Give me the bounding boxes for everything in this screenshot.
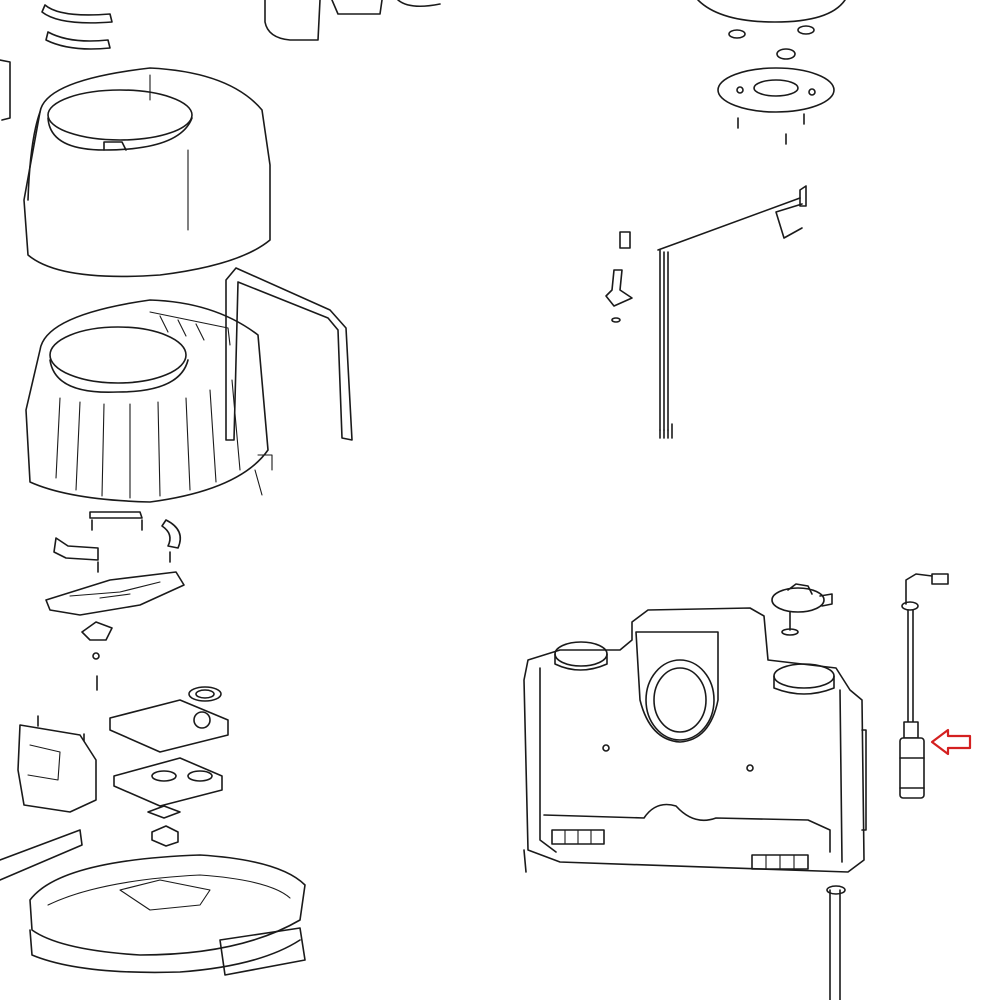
bowl-cover xyxy=(23,67,271,278)
holding-tank xyxy=(523,607,867,873)
base-housing xyxy=(0,724,306,976)
pump-assembly xyxy=(771,583,833,636)
bowl-housing xyxy=(25,299,273,503)
top-clips xyxy=(0,0,441,121)
left-arrow-icon xyxy=(930,728,972,756)
side-seal-frame xyxy=(225,267,353,441)
tank-cap-assembly xyxy=(697,0,846,39)
base-plates xyxy=(109,699,229,847)
wiring-harness xyxy=(605,185,807,439)
rotor-plate xyxy=(717,48,835,145)
level-sensor xyxy=(899,573,949,799)
valve-parts xyxy=(37,621,222,745)
drain-hose xyxy=(826,885,846,1000)
bracket-parts xyxy=(45,511,185,616)
